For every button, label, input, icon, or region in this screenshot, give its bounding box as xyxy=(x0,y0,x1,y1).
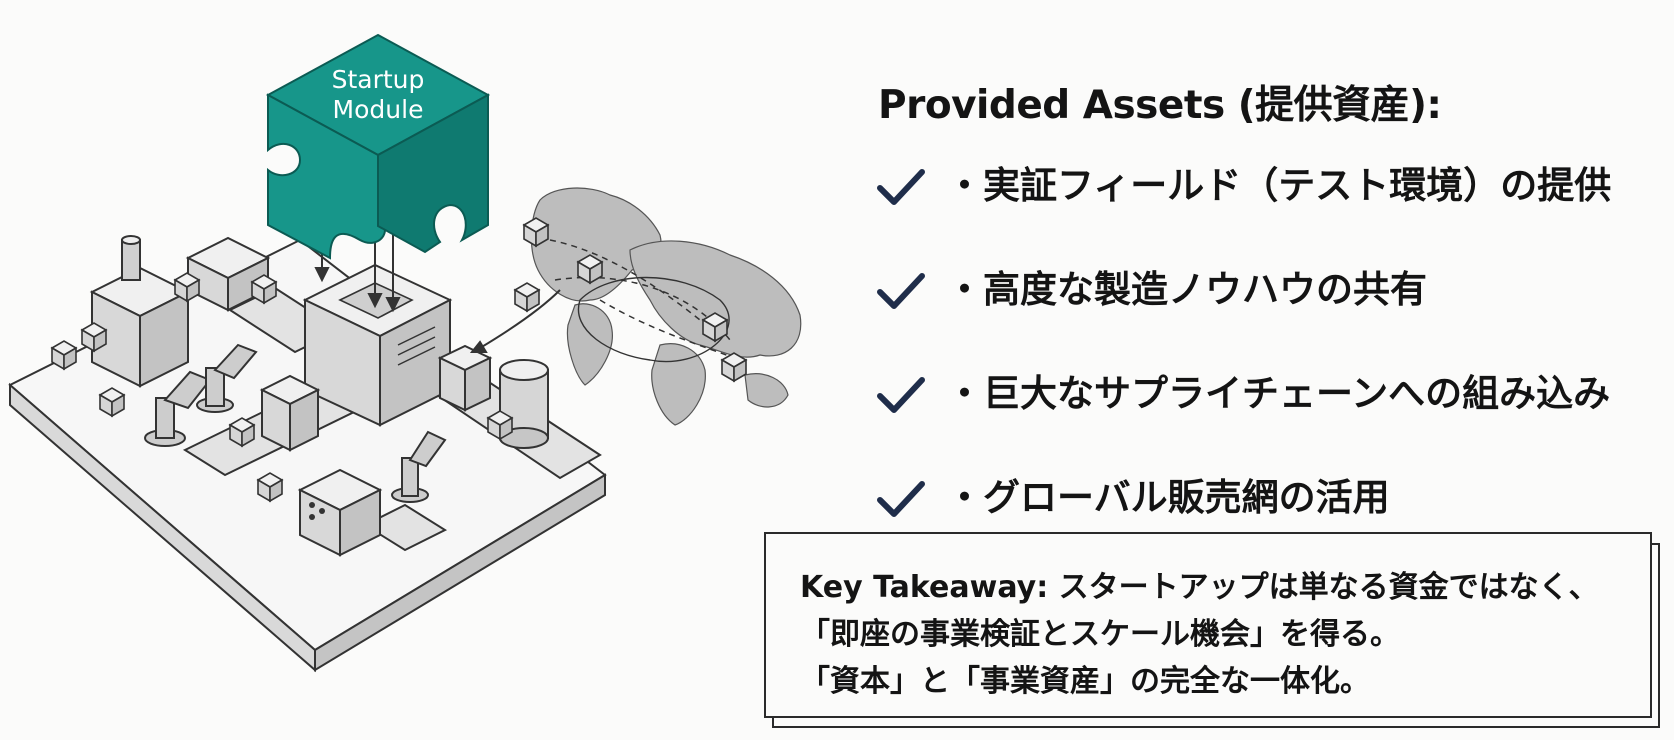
checkmark-icon xyxy=(877,169,925,205)
route-circle xyxy=(577,276,730,363)
factory-building xyxy=(89,235,191,388)
world-map xyxy=(530,187,802,426)
control-panel-machine xyxy=(297,468,383,557)
inspection-gates xyxy=(259,344,493,452)
central-processing-unit xyxy=(302,263,453,427)
asset-label: ・実証フィールド（テスト環境）の提供 xyxy=(946,164,1612,207)
module-label-line1: Startup xyxy=(332,65,425,94)
factory-illustration: Startup Module xyxy=(8,33,802,673)
page-title: Provided Assets (提供資産): xyxy=(878,83,1442,128)
asset-label: ・巨大なサプライチェーンへの組み込み xyxy=(946,372,1611,415)
checkmark-icon xyxy=(877,273,925,309)
checkmark-icon xyxy=(877,481,925,517)
list-item: ・高度な製造ノウハウの共有 xyxy=(874,262,1664,366)
takeaway-text: Key Takeaway: スタートアップは単なる資金ではなく、 「即座の事業検… xyxy=(800,564,1640,705)
takeaway-line-3: 「資本」と「事業資産」の完全な一体化。 xyxy=(800,664,1370,699)
list-item: ・グローバル販売網の活用 xyxy=(874,470,1664,574)
takeaway-line-2: 「即座の事業検証とスケール機会」を得る。 xyxy=(800,617,1400,652)
asset-list: ・実証フィールド（テスト環境）の提供 ・高度な製造ノウハウの共有 ・巨大なサプラ… xyxy=(874,158,1664,574)
startup-module: Startup Module xyxy=(265,33,491,260)
module-label-line2: Module xyxy=(333,95,424,124)
asset-label: ・グローバル販売網の活用 xyxy=(946,476,1390,519)
checkmark-icon xyxy=(877,377,925,413)
storage-tank xyxy=(499,359,549,449)
robot-arms xyxy=(144,343,447,503)
asset-label: ・高度な製造ノウハウの共有 xyxy=(946,268,1427,311)
list-item: ・巨大なサプライチェーンへの組み込み xyxy=(874,366,1664,470)
list-item: ・実証フィールド（テスト環境）の提供 xyxy=(874,158,1664,262)
takeaway-box xyxy=(764,532,1652,718)
takeaway-line-1: Key Takeaway: スタートアップは単なる資金ではなく、 xyxy=(800,570,1599,605)
